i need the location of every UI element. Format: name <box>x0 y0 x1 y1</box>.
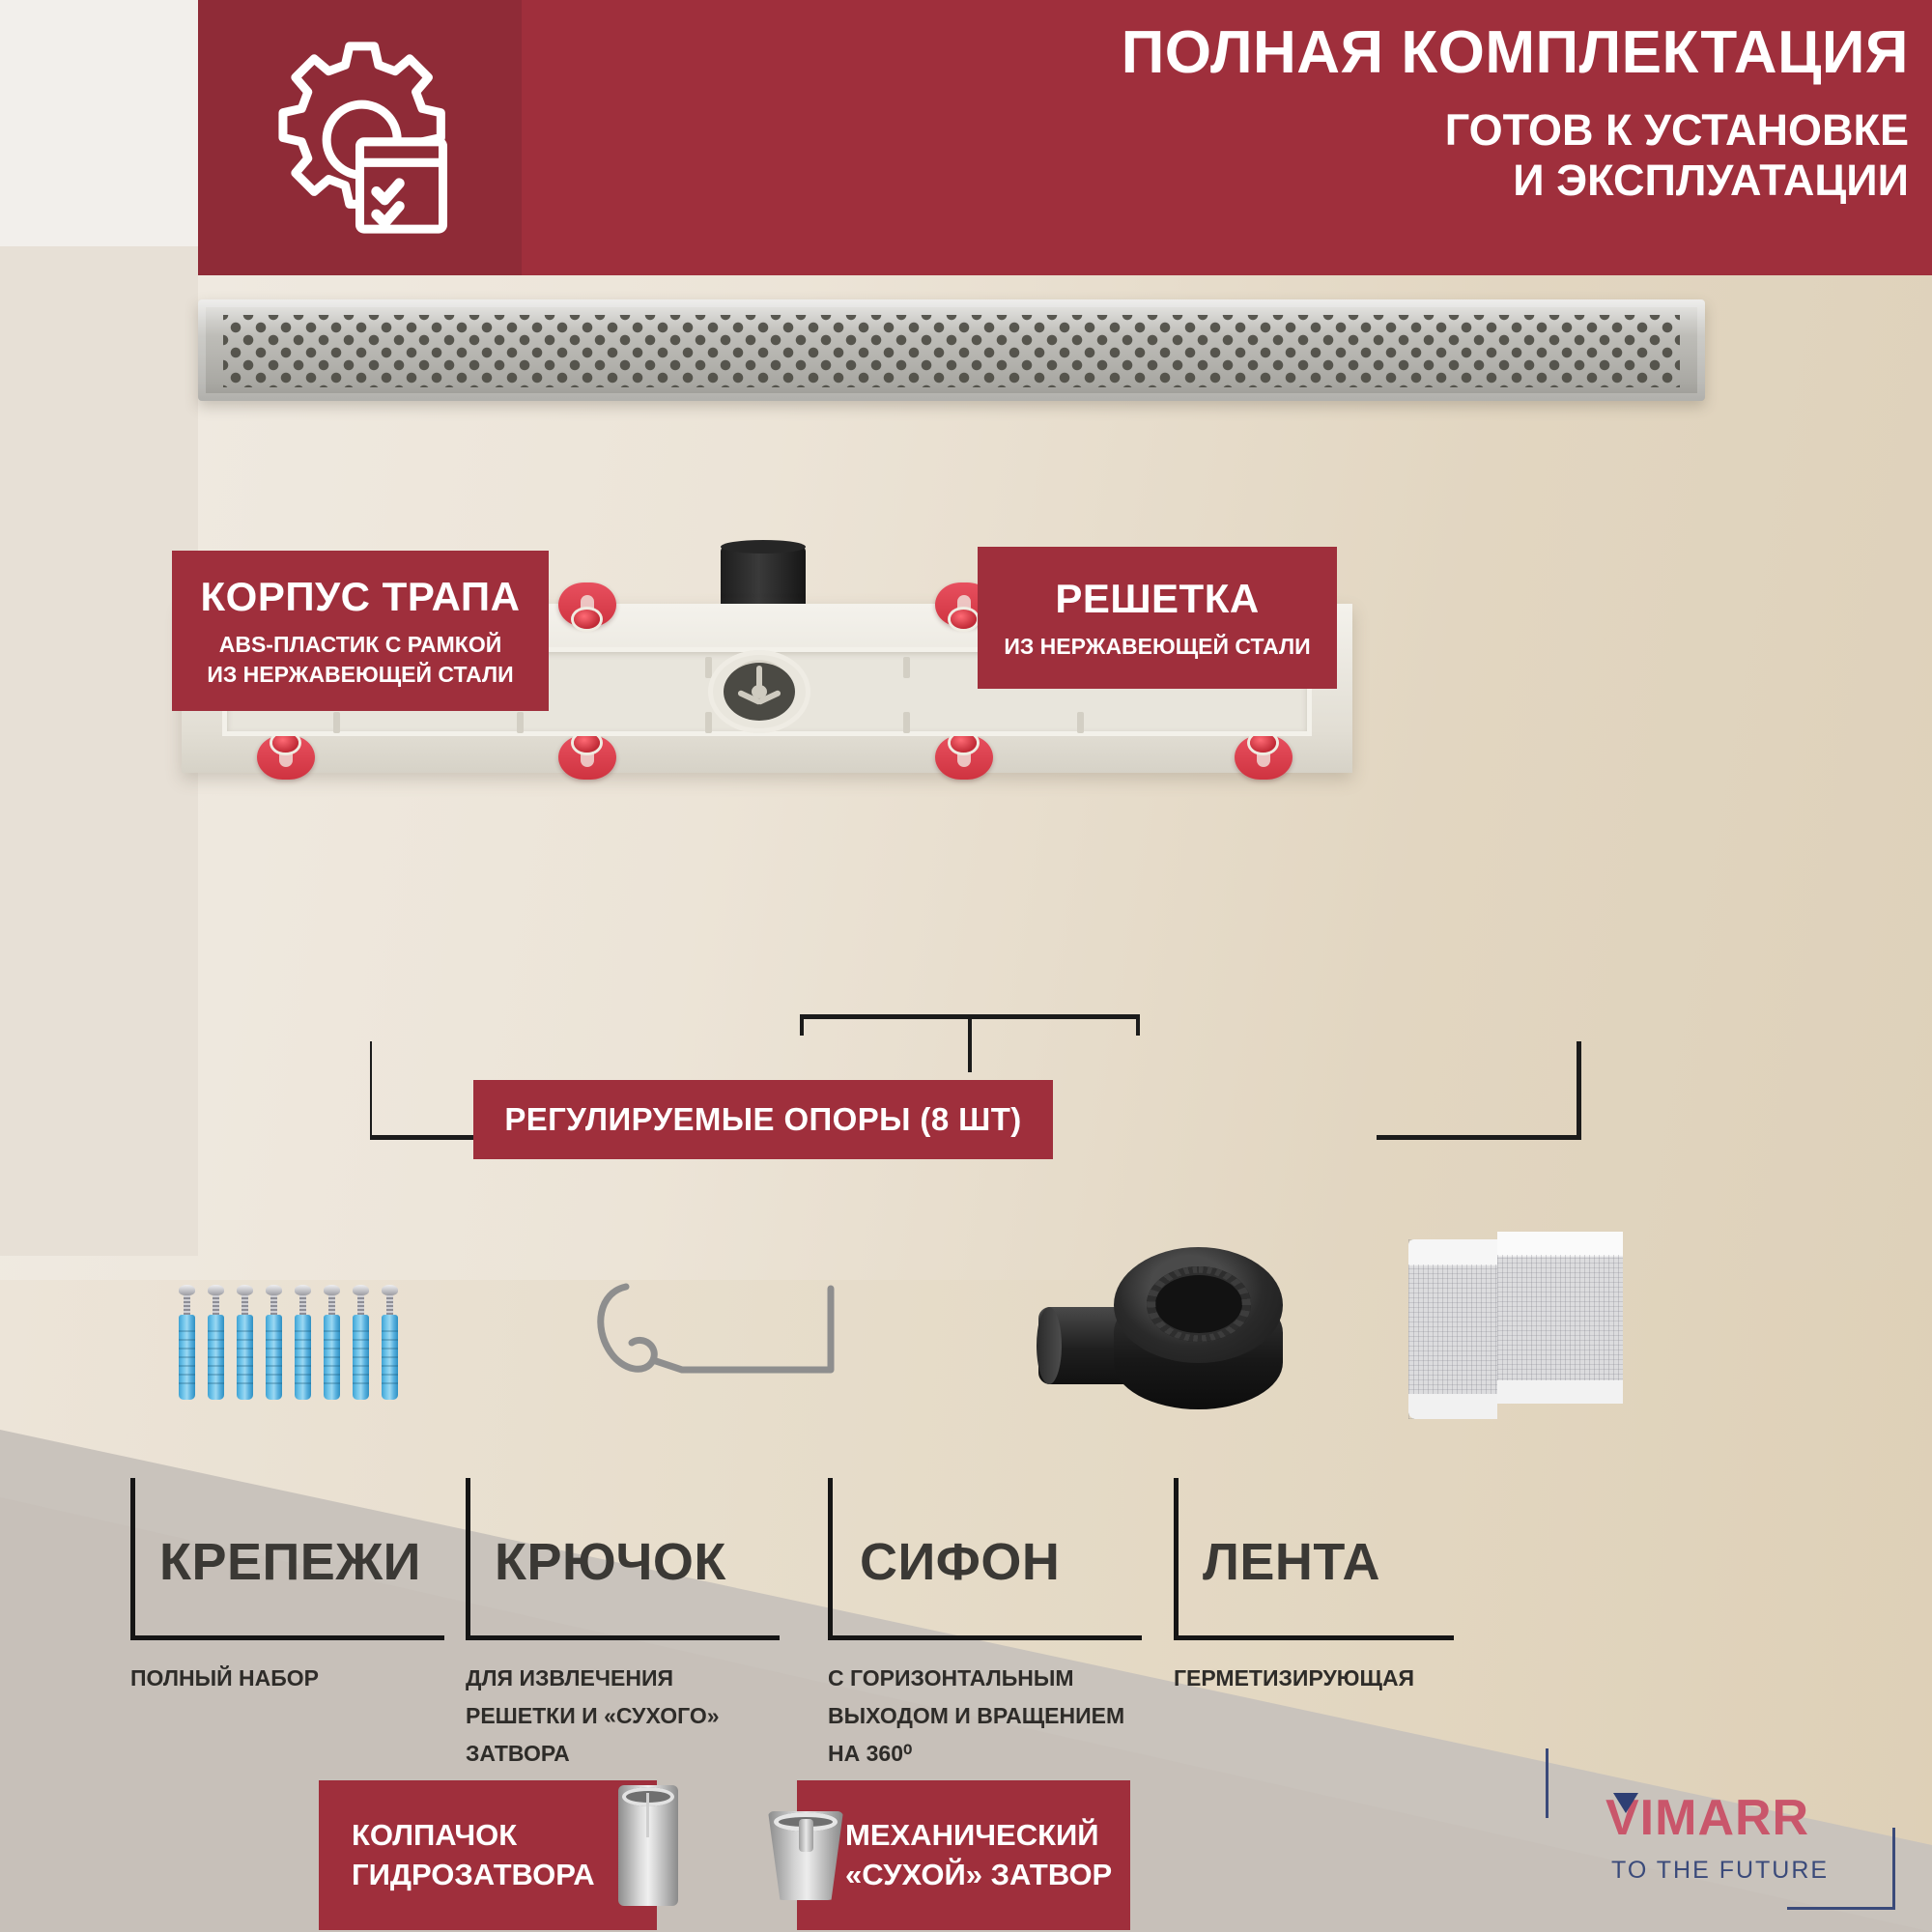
label-adjustable-supports: РЕГУЛИРУЕМЫЕ ОПОРЫ (8 ШТ) <box>473 1080 1053 1159</box>
banner-line-2: ГИДРОЗАТВОРА <box>352 1857 595 1891</box>
accessory-desc-line: НА 360⁰ <box>828 1741 913 1767</box>
logo-bracket-bottom-right <box>1892 1828 1895 1910</box>
accessory-corner-bracket <box>1174 1478 1454 1640</box>
foot-screw <box>574 610 600 629</box>
support-leader-left-horizontal <box>370 1135 568 1140</box>
water-seal-cap-image <box>618 1785 678 1906</box>
foot-screw <box>951 610 977 629</box>
page-title: ПОЛНАЯ КОМПЛЕКТАЦИЯ <box>1121 19 1909 86</box>
siphon-image <box>1037 1232 1328 1425</box>
accessory-desc-line: ПОЛНЫЙ НАБОР <box>130 1665 320 1690</box>
accessory-desc-line: С ГОРИЗОНТАЛЬНЫМ <box>828 1665 1074 1690</box>
accessory-hook: КРЮЧОК ДЛЯ ИЗВЛЕЧЕНИЯ РЕШЕТКИ И «СУХОГО»… <box>466 1478 802 1766</box>
hook-image <box>589 1275 879 1425</box>
support-leader-right-horizontal <box>1377 1135 1581 1140</box>
stainless-steel-grate-image <box>198 299 1705 401</box>
label-grate-sub-1: ИЗ НЕРЖАВЕЮЩЕЙ СТАЛИ <box>1004 634 1311 659</box>
accessory-fasteners: КРЕПЕЖИ ПОЛНЫЙ НАБОР <box>130 1478 449 1690</box>
logo-wordmark: VIMARR <box>1605 1790 1810 1846</box>
grate-frame <box>198 299 1705 401</box>
accessory-title: ЛЕНТА <box>1203 1533 1380 1591</box>
banner-line-1: КОЛПАЧОК <box>352 1818 518 1853</box>
background-top-left-block <box>0 0 198 246</box>
accessory-title: КРЮЧОК <box>495 1533 726 1591</box>
accessory-desc-line: ГЕРМЕТИЗИРУЮЩАЯ <box>1174 1665 1415 1690</box>
header-banner: ПОЛНАЯ КОМПЛЕКТАЦИЯ ГОТОВ К УСТАНОВКЕ И … <box>198 0 1932 275</box>
accessory-tape: ЛЕНТА ГЕРМЕТИЗИРУЮЩАЯ <box>1174 1478 1521 1690</box>
label-adjustable-supports-text: РЕГУЛИРУЕМЫЕ ОПОРЫ (8 ШТ) <box>504 1101 1022 1137</box>
label-grate-title: РЕШЕТКА <box>1055 576 1260 621</box>
label-drain-body-title: КОРПУС ТРАПА <box>200 574 521 619</box>
foot-screw <box>1250 733 1276 753</box>
foot-screw <box>951 733 977 753</box>
background-left-column <box>0 246 198 1256</box>
support-leader-center-drop <box>968 1014 972 1072</box>
accessory-title: КРЕПЕЖИ <box>159 1533 421 1591</box>
foot-screw <box>272 733 298 753</box>
banner-line-1: МЕХАНИЧЕСКИЙ <box>845 1818 1099 1853</box>
header-subtitle-line-1: ГОТОВ К УСТАНОВКЕ <box>1444 105 1909 156</box>
adjustable-foot <box>935 735 993 780</box>
support-leader-center-tick-right <box>1136 1014 1140 1036</box>
siphon-seat <box>708 650 810 733</box>
label-drain-body: КОРПУС ТРАПА ABS-ПЛАСТИК С РАМКОЙ ИЗ НЕР… <box>172 551 549 712</box>
accessory-siphon: СИФОН С ГОРИЗОНТАЛЬНЫМ ВЫХОДОМ И ВРАЩЕНИ… <box>828 1478 1179 1766</box>
header-subtitle-line-2: И ЭКСПЛУАТАЦИИ <box>1513 156 1909 206</box>
anchors-image <box>179 1285 420 1420</box>
accessory-desc-line: ДЛЯ ИЗВЛЕЧЕНИЯ <box>466 1665 674 1690</box>
tape-image <box>1408 1232 1669 1425</box>
outlet-stub <box>721 540 806 608</box>
foot-screw <box>574 733 600 753</box>
accessory-title: СИФОН <box>860 1533 1061 1591</box>
accessory-corner-bracket <box>466 1478 780 1640</box>
vimarr-logo: VIMARR TO THE FUTURE <box>1546 1748 1913 1927</box>
label-grate: РЕШЕТКА ИЗ НЕРЖАВЕЮЩЕЙ СТАЛИ <box>978 547 1337 690</box>
logo-bracket-top-left <box>1546 1748 1548 1818</box>
accessory-corner-bracket <box>130 1478 444 1640</box>
gear-checklist-icon <box>256 34 464 246</box>
accessory-corner-bracket <box>828 1478 1142 1640</box>
grate-perforations <box>223 315 1680 387</box>
label-drain-body-sub-1: ABS-ПЛАСТИК С РАМКОЙ <box>218 632 502 657</box>
siphon-teeth <box>1147 1266 1251 1342</box>
logo-bracket-bottom-right-base <box>1787 1907 1895 1910</box>
logo-triangle-accent <box>1613 1793 1638 1813</box>
dry-trap-image <box>768 1811 843 1900</box>
label-drain-body-sub-2: ИЗ НЕРЖАВЕЮЩЕЙ СТАЛИ <box>207 662 514 688</box>
header-icon-panel <box>198 0 522 275</box>
banner-line-2: «СУХОЙ» ЗАТВОР <box>845 1857 1113 1891</box>
accessory-desc-line: РЕШЕТКИ И «СУХОГО» <box>466 1703 720 1729</box>
support-leader-left-vertical <box>370 1041 372 1140</box>
accessory-desc-line: ВЫХОДОМ И ВРАЩЕНИЕМ <box>828 1703 1125 1729</box>
header-text-block: ПОЛНАЯ КОМПЛЕКТАЦИЯ ГОТОВ К УСТАНОВКЕ И … <box>546 19 1909 206</box>
banner-water-seal-cap: КОЛПАЧОК ГИДРОЗАТВОРА <box>319 1780 657 1930</box>
banner-mechanical-dry-trap: МЕХАНИЧЕСКИЙ «СУХОЙ» ЗАТВОР <box>797 1780 1130 1930</box>
accessory-desc-line: ЗАТВОРА <box>466 1741 570 1767</box>
support-leader-center-tick-left <box>800 1014 804 1036</box>
logo-tagline: TO THE FUTURE <box>1611 1857 1830 1884</box>
support-leader-right-vertical <box>1577 1041 1581 1140</box>
